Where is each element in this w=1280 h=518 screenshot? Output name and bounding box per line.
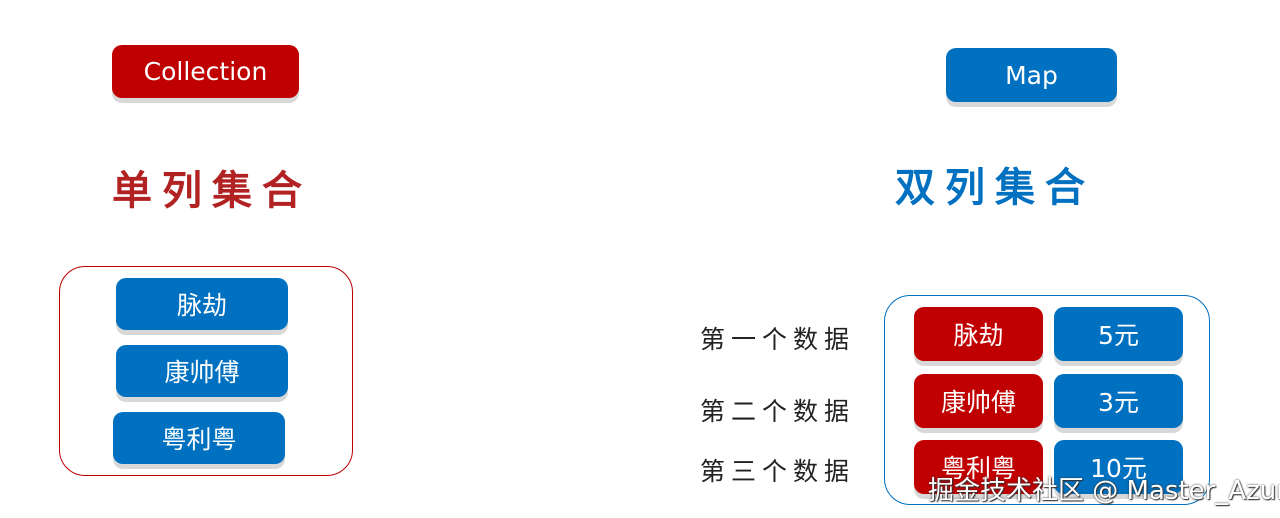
collection-item: 脉劫 (116, 278, 288, 330)
map-value: 5元 (1054, 307, 1183, 361)
map-badge: Map (946, 48, 1117, 102)
map-key: 脉劫 (914, 307, 1043, 361)
row-label: 第三个数据 (700, 457, 856, 486)
collection-badge: Collection (112, 45, 299, 98)
single-column-title: 单列集合 (112, 168, 312, 214)
row-label: 第二个数据 (700, 397, 856, 426)
map-key: 康帅傅 (914, 374, 1043, 428)
watermark: 掘金技术社区 @ Master_Azur (928, 476, 1280, 506)
collection-item: 康帅傅 (116, 345, 288, 397)
map-key: 粤利粤 (914, 440, 1043, 494)
map-value: 10元 (1054, 440, 1183, 494)
map-container (884, 295, 1210, 505)
collection-container (59, 266, 353, 476)
double-column-title: 双列集合 (895, 165, 1095, 211)
row-label: 第一个数据 (700, 325, 856, 354)
collection-item: 粤利粤 (113, 412, 285, 464)
map-value: 3元 (1054, 374, 1183, 428)
